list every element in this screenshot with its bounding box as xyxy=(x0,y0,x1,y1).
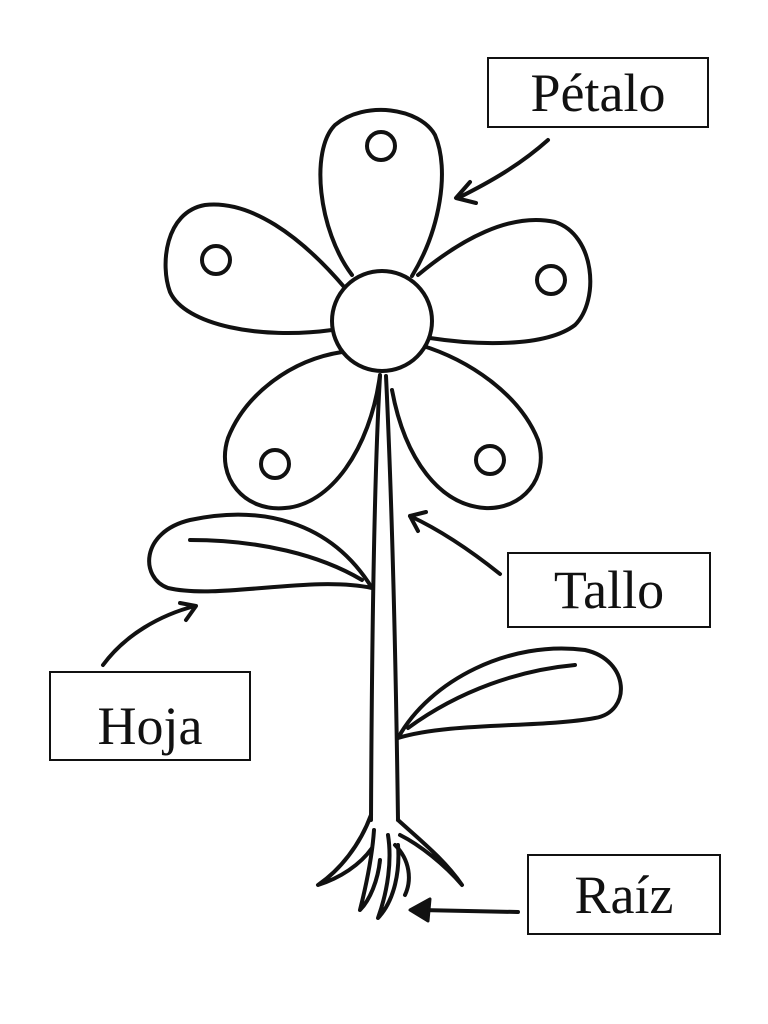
arrow-raiz-head xyxy=(408,897,432,923)
petal-left xyxy=(163,202,347,336)
arrow-hoja-head xyxy=(178,601,198,622)
label-raiz-text: Raíz xyxy=(574,864,674,925)
leaf-left xyxy=(147,512,374,594)
leaf-right xyxy=(396,646,623,740)
root-left-branch xyxy=(316,813,374,887)
petal-dot-left xyxy=(200,244,232,276)
label-hoja-text: Hoja xyxy=(97,696,203,756)
label-petalo-text: Pétalo xyxy=(530,62,666,123)
stem-left-edge xyxy=(369,374,382,822)
arrow-hoja xyxy=(101,604,197,667)
petal-right xyxy=(416,217,593,346)
petal-lower-left xyxy=(222,350,382,511)
arrow-petalo-head xyxy=(454,180,478,205)
petal-dot-right xyxy=(535,264,567,296)
petal-lower-right xyxy=(390,343,543,511)
petal-dot-lower-left xyxy=(259,448,291,480)
root-center-left xyxy=(358,828,382,912)
root-center-right xyxy=(376,833,401,920)
label-petalo: Pétalo xyxy=(487,57,709,128)
label-tallo-text: Tallo xyxy=(553,560,665,620)
label-raiz: Raíz xyxy=(527,854,721,935)
root-right-branch xyxy=(396,818,464,887)
root-small-right xyxy=(393,843,411,897)
stem-right-edge xyxy=(384,374,400,822)
leaf-left-vein xyxy=(188,538,364,582)
label-tallo: Tallo xyxy=(507,552,711,628)
arrow-tallo xyxy=(408,514,502,576)
arrow-petalo xyxy=(456,138,550,200)
leaf-right-vein xyxy=(406,663,577,730)
petal-dot-top xyxy=(365,130,397,162)
arrow-raiz xyxy=(418,908,520,914)
flower-center xyxy=(330,269,434,373)
arrow-tallo-head xyxy=(408,510,428,533)
petal-top xyxy=(318,107,444,278)
label-hoja: Hoja xyxy=(49,671,251,761)
petal-dot-lower-right xyxy=(474,444,506,476)
